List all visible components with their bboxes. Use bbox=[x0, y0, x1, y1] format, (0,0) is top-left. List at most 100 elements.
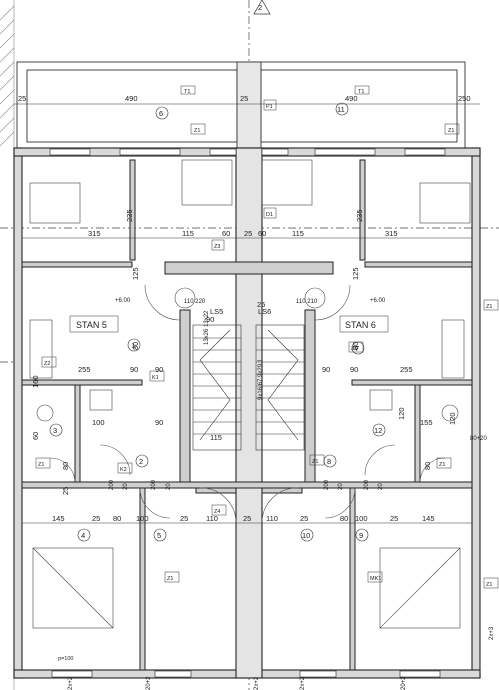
tag-z1a: Z1 bbox=[194, 128, 200, 134]
grid-marker-top: 2 bbox=[258, 3, 262, 12]
dim-bath-l160: 160 bbox=[31, 375, 40, 388]
dim-bath-r90b: 90 bbox=[350, 365, 358, 374]
dim-door-20d: 20 bbox=[378, 483, 384, 490]
dim-low-r100: 100 bbox=[355, 514, 368, 523]
room-10: 10 bbox=[302, 531, 310, 540]
tag-z2: Z2 bbox=[44, 361, 50, 367]
dim-row2-mid25: 25 bbox=[244, 229, 252, 238]
dim-row2-r60: 60 bbox=[258, 229, 266, 238]
site-boundary-hatch bbox=[0, 0, 15, 690]
dim-low-l80: 80 bbox=[113, 514, 121, 523]
room-4: 4 bbox=[81, 531, 85, 540]
dim-top-left-490: 490 bbox=[125, 94, 138, 103]
dim-top-mid-25: 25 bbox=[240, 94, 248, 103]
room-2: 2 bbox=[139, 457, 143, 466]
bottom-mark-b: 20+2 bbox=[146, 676, 152, 690]
dim-bath-l60: 60 bbox=[31, 432, 40, 440]
dim-low-c110b: 110 bbox=[266, 514, 278, 523]
tag-z1e: Z1 bbox=[38, 462, 44, 468]
tag-z1g: Z1 bbox=[439, 462, 445, 468]
tag-k1: K1 bbox=[152, 375, 159, 381]
room-12: 12 bbox=[374, 426, 382, 435]
dim-bath-l255: 255 bbox=[78, 365, 91, 374]
dim-door-200d: 200 bbox=[364, 479, 370, 490]
dim-v80-left: 80 bbox=[131, 342, 140, 350]
dim-top-right-250: 250 bbox=[458, 94, 471, 103]
room-11: 11 bbox=[337, 105, 345, 114]
level-right: +6.00 bbox=[370, 298, 386, 304]
room-3: 3 bbox=[53, 426, 57, 435]
room-5: 5 bbox=[157, 531, 161, 540]
tag-p100-left: p=100 bbox=[58, 656, 73, 662]
dim-low-r80: 80 bbox=[340, 514, 348, 523]
stair-run-left: 13x26 13x22 bbox=[204, 310, 210, 345]
stair-label-ls6: LS6 bbox=[258, 307, 271, 316]
tag-z1c: Z1 bbox=[486, 304, 492, 310]
dim-door-20a: 20 bbox=[123, 483, 129, 490]
dim-bath-l80: 80 bbox=[61, 462, 70, 470]
dim-row2-l115: 115 bbox=[182, 229, 194, 238]
dim-bath-r120: 120 bbox=[397, 407, 406, 420]
dim-door-200c: 200 bbox=[324, 479, 330, 490]
dim-bath-r80: 80 bbox=[423, 462, 432, 470]
tag-t1b: T1 bbox=[358, 89, 364, 95]
stan6-box bbox=[339, 315, 389, 333]
room-8: 8 bbox=[327, 457, 331, 466]
tag-z1d: Z1 bbox=[486, 582, 492, 588]
dim-row2-r315: 315 bbox=[385, 229, 398, 238]
dim-top-right-490: 490 bbox=[345, 94, 358, 103]
dim-bath-l90a: 90 bbox=[130, 365, 138, 374]
dim-low-r25: 25 bbox=[300, 514, 308, 523]
room-numbers bbox=[49, 102, 386, 542]
tag-t1a: T1 bbox=[184, 89, 190, 95]
tag-z1h: Z1 bbox=[167, 576, 173, 582]
dim-top-left-25: 25 bbox=[18, 94, 26, 103]
dim-row2-l60: 60 bbox=[222, 229, 230, 238]
bottom-mark-c: 2x+2 bbox=[254, 676, 260, 690]
room-7: 7 bbox=[355, 344, 359, 353]
dim-bath-r120b: 120 bbox=[448, 412, 457, 425]
exterior-walls bbox=[13, 147, 481, 679]
apartment-stan6: STAN 6 bbox=[345, 320, 376, 330]
dim-low-c25: 25 bbox=[243, 514, 251, 523]
room-9: 9 bbox=[359, 531, 363, 540]
room-6: 6 bbox=[159, 109, 163, 118]
tag-z3: Z3 bbox=[214, 244, 220, 250]
interior-walls bbox=[21, 159, 473, 671]
dim-bath-r155: 155 bbox=[420, 418, 433, 427]
stair-dim-110-220: 110 220 bbox=[184, 299, 206, 305]
dim-low-r145: 145 bbox=[422, 514, 435, 523]
tag-z1b: Z1 bbox=[448, 128, 454, 134]
dim-low-l25b: 25 bbox=[180, 514, 188, 523]
tag-z5: Z5 bbox=[351, 346, 357, 352]
dim-low-l100: 100 bbox=[136, 514, 149, 523]
stair-dim-110-210: 110 210 bbox=[296, 299, 318, 305]
dim-v235-left: 235 bbox=[125, 209, 134, 222]
tag-d1: D1 bbox=[266, 212, 273, 218]
stair-dim-25: 25 bbox=[257, 300, 265, 309]
dim-row2-r115: 115 bbox=[292, 229, 304, 238]
dim-door-20c: 20 bbox=[338, 483, 344, 490]
stair-dim-90: 90 bbox=[206, 315, 214, 324]
bottom-mark-a: 2x+2 bbox=[68, 676, 74, 690]
dim-bath-l90c: 90 bbox=[155, 418, 163, 427]
stan5-box bbox=[69, 315, 119, 333]
dim-door-20b: 20 bbox=[166, 483, 172, 490]
dim-low-l25: 25 bbox=[92, 514, 100, 523]
room-1: 1 bbox=[131, 341, 135, 350]
stair-label-ls5: LS5 bbox=[210, 307, 223, 316]
dim-door-200b: 200 bbox=[151, 479, 157, 490]
bottom-mark-e: 20+2 bbox=[401, 676, 407, 690]
tag-k2: K2 bbox=[120, 467, 127, 473]
grid-marker-arrow bbox=[253, 0, 271, 15]
dim-v80-right: 80 bbox=[351, 342, 360, 350]
dim-bath-r90a: 90 bbox=[322, 365, 330, 374]
dim-door-200a: 200 bbox=[109, 479, 115, 490]
dim-low-r25b: 25 bbox=[390, 514, 398, 523]
level-left: +6.00 bbox=[115, 298, 131, 304]
side-dim-stack: 2x+3 bbox=[489, 626, 495, 640]
dim-v125-left: 125 bbox=[131, 267, 140, 280]
bottom-mark-d: 2x+2 bbox=[300, 676, 306, 690]
dim-low-l145: 145 bbox=[52, 514, 65, 523]
